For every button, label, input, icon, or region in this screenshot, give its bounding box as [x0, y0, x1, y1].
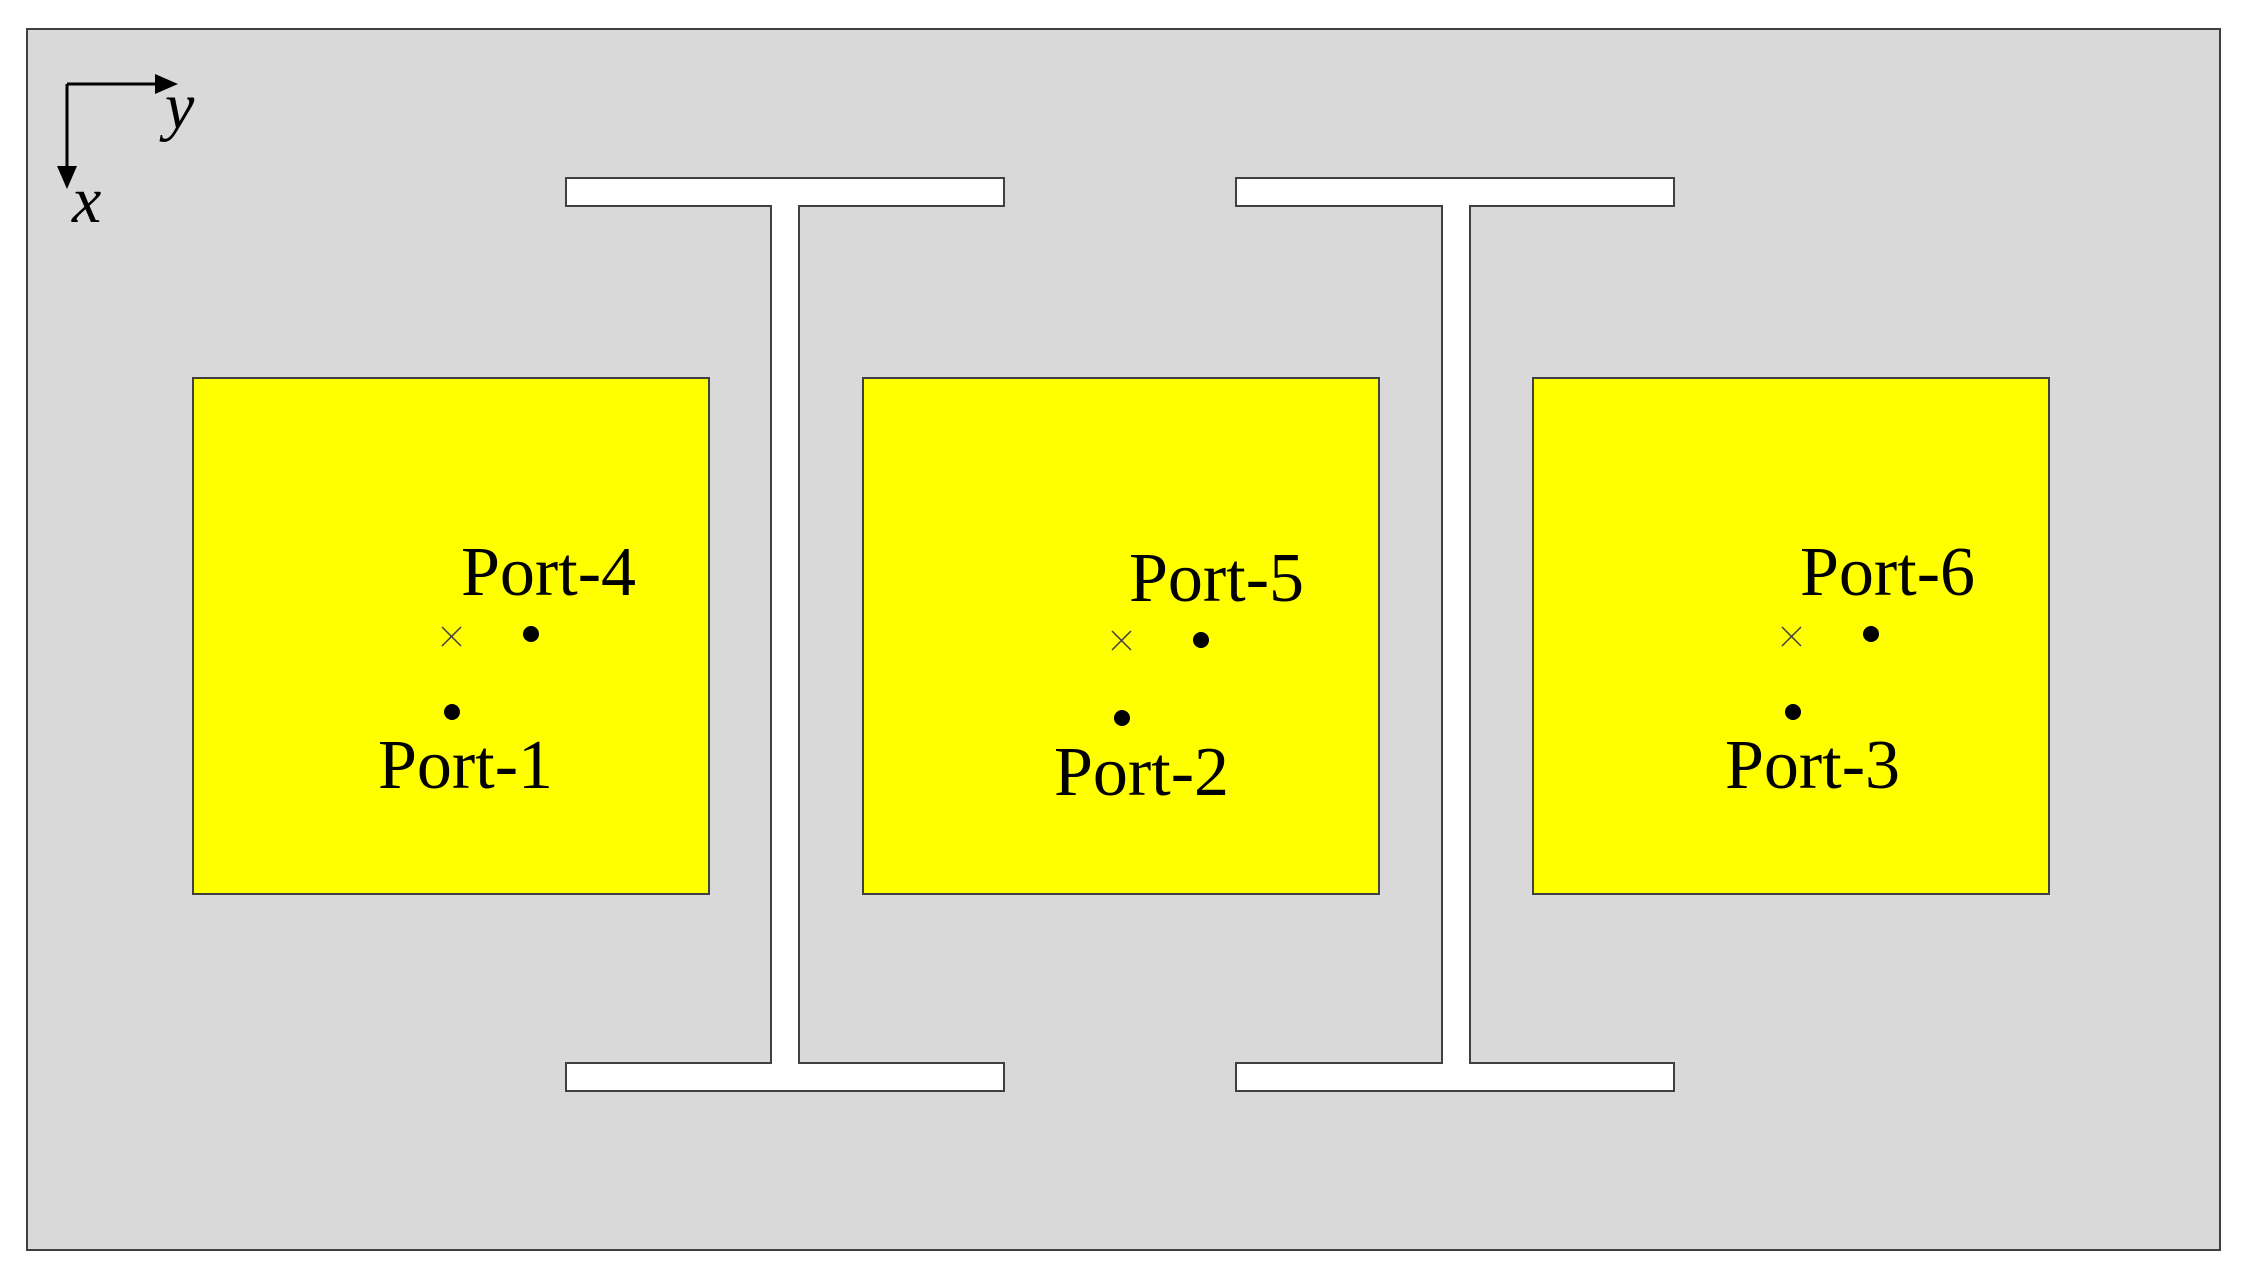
y-axis-arrowhead — [155, 74, 178, 94]
decoupling-slot-left — [565, 177, 1005, 1092]
feed-point-port-5 — [1193, 632, 1209, 648]
port-label: Port-1 — [378, 727, 553, 804]
port-label: Port-4 — [461, 534, 636, 611]
center-marker-right — [1781, 626, 1802, 647]
feed-point-port-3 — [1785, 704, 1801, 720]
i-slot-shape — [565, 177, 1005, 1092]
feed-point-port-6 — [1863, 626, 1879, 642]
port-label: Port-5 — [1129, 540, 1304, 617]
patch-center — [862, 377, 1380, 895]
port-label: Port-2 — [1054, 734, 1229, 811]
feed-point-port-4 — [523, 626, 539, 642]
decoupling-slot-right — [1235, 177, 1675, 1092]
x-axis-label: x — [71, 164, 101, 237]
center-marker-left — [441, 626, 462, 647]
port-label: Port-3 — [1725, 727, 1900, 804]
i-slot-shape — [1235, 177, 1675, 1092]
y-axis-label: y — [159, 70, 195, 143]
center-marker-center — [1111, 630, 1132, 651]
coordinate-axes: y x — [57, 70, 195, 237]
port-label: Port-6 — [1800, 534, 1975, 611]
x-axis-arrowhead — [57, 166, 77, 189]
feed-point-port-2 — [1114, 710, 1130, 726]
feed-point-port-1 — [444, 704, 460, 720]
